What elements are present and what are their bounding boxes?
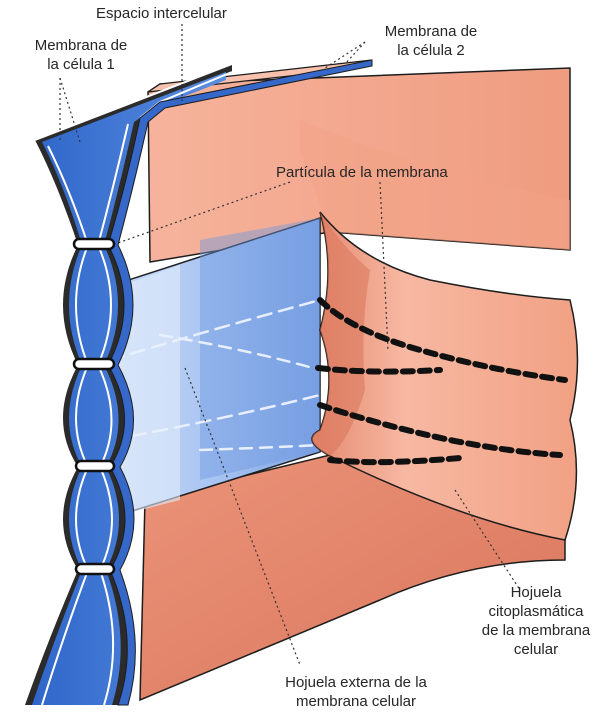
- label-cytoplasmic-leaflet-line-2: citoplasmática: [466, 602, 606, 621]
- label-membrane-cell-2-line-1: Membrana de: [356, 22, 506, 41]
- label-membrane-cell-2-line-2: la célula 2: [356, 41, 506, 60]
- label-cytoplasmic-leaflet-line-1: Hojuela: [466, 583, 606, 602]
- label-membrane-cell-1-line-2: la célula 1: [6, 55, 156, 74]
- label-external-leaflet-line-2: membrana celular: [236, 692, 476, 711]
- label-external-leaflet: Hojuela externa de la membrana celular: [236, 673, 476, 711]
- junction-clamp-2: [74, 359, 114, 369]
- junction-clamp-3: [76, 461, 114, 471]
- external-leaflet-dark-band: [200, 218, 320, 480]
- label-cytoplasmic-leaflet: Hojuela citoplasmática de la membrana ce…: [466, 583, 606, 659]
- junction-clamp-4: [76, 564, 114, 574]
- label-cytoplasmic-leaflet-line-4: celular: [466, 640, 606, 659]
- label-membrane-cell-1: Membrana de la célula 1: [6, 36, 156, 74]
- label-cytoplasmic-leaflet-line-3: de la membrana: [466, 621, 606, 640]
- label-intercellular-space: Espacio intercelular: [96, 4, 227, 23]
- label-membrane-particle: Partícula de la membrana: [276, 163, 448, 182]
- junction-clamp-1: [74, 239, 114, 249]
- label-membrane-cell-1-line-1: Membrana de: [6, 36, 156, 55]
- label-membrane-cell-2: Membrana de la célula 2: [356, 22, 506, 60]
- label-external-leaflet-line-1: Hojuela externa de la: [236, 673, 476, 692]
